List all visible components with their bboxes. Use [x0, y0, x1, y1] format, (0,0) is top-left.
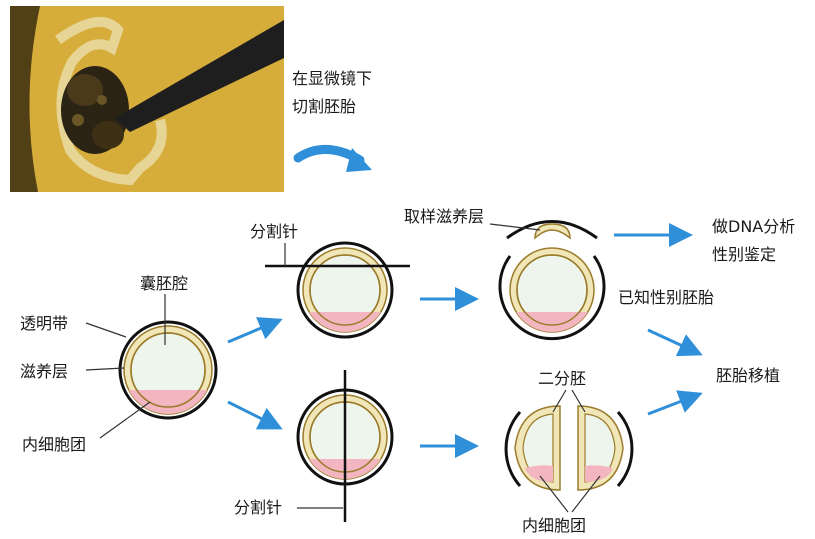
label-dna-line1: 做DNA分析	[712, 217, 795, 236]
label-icm: 内细胞团	[22, 435, 86, 454]
blastocyst-original	[120, 322, 216, 418]
label-icm-bottom: 内细胞团	[522, 516, 586, 535]
label-dna-line2: 性别鉴定	[712, 245, 776, 264]
transition-arrow	[298, 148, 372, 172]
label-needle-top: 分割针	[250, 222, 298, 241]
photo-caption-line1: 在显微镜下	[292, 69, 372, 88]
leader-icm	[100, 402, 150, 438]
blastocyst-horizontal-cut	[298, 243, 392, 337]
label-transfer: 胚胎移植	[716, 366, 780, 385]
label-two-halves: 二分胚	[538, 369, 586, 388]
label-zona: 透明带	[20, 314, 68, 333]
sampled-trophoblast-fragment	[507, 222, 597, 239]
microscope-photo	[10, 6, 284, 192]
label-sample-troph: 取样滋养层	[404, 207, 484, 226]
arrow-d-to-transfer	[648, 330, 700, 354]
known-sex-embryo	[500, 248, 604, 339]
label-blastocoel: 囊胚腔	[140, 274, 188, 293]
label-known-sex: 已知性别胚胎	[618, 288, 714, 307]
arrow-a-to-b	[228, 320, 280, 342]
leader-zona	[86, 323, 126, 337]
label-needle-bottom: 分割针	[234, 498, 282, 517]
arrow-e-to-transfer	[648, 394, 700, 414]
leader-trophoblast	[86, 368, 124, 370]
photo-caption-line2: 切割胚胎	[292, 97, 356, 116]
label-trophoblast: 滋养层	[20, 362, 68, 381]
arrow-a-to-c	[228, 402, 280, 428]
demi-embryos	[506, 406, 632, 490]
